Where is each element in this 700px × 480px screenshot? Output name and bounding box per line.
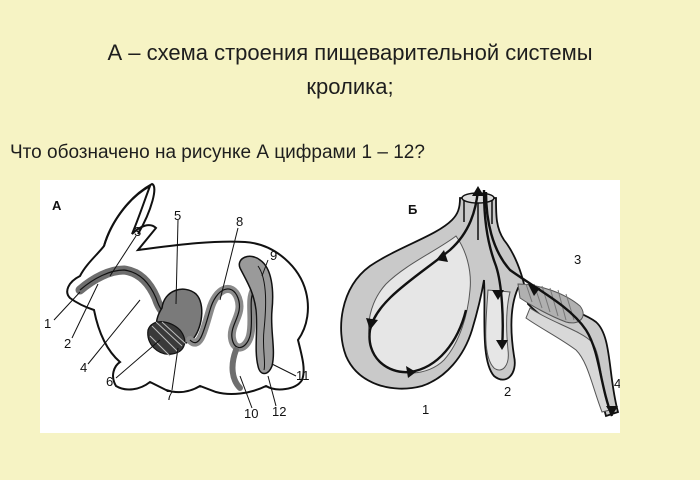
label-a-3: 3: [134, 224, 141, 239]
omasum-hatching: [525, 283, 575, 321]
small-intestine-edge: [189, 288, 255, 349]
label-a-1: 1: [44, 316, 51, 331]
large-intestine-shape: [238, 255, 275, 375]
liver-shape: [147, 321, 186, 355]
esophagus-shape: [75, 265, 173, 319]
label-a-4: 4: [80, 360, 87, 375]
label-b-1: 1: [422, 402, 429, 417]
title-line-1: А – схема строения пищеварительной систе…: [107, 40, 593, 65]
reticulum-shape: [485, 289, 511, 371]
label-a-9: 9: [270, 248, 277, 263]
label-a-6: 6: [106, 374, 113, 389]
abomasum-shape: [525, 307, 611, 413]
label-a-5: 5: [174, 208, 181, 223]
label-b-4: 4: [614, 376, 620, 391]
title-line-2: кролика;: [306, 74, 394, 99]
appendix-shape: [229, 347, 243, 391]
label-a-10: 10: [244, 406, 258, 421]
panel-a-pointers: [53, 219, 297, 409]
question-text: Что обозначено на рисунке А цифрами 1 – …: [10, 142, 425, 163]
label-a-2: 2: [64, 336, 71, 351]
liver-hatching: [149, 321, 187, 357]
rabbit-body-outline: [66, 183, 309, 395]
large-intestine-fold: [257, 265, 267, 371]
label-a-8: 8: [236, 214, 243, 229]
figure-svg: А: [44, 182, 620, 421]
rabbit-ear: [103, 182, 156, 247]
flow-arrowheads: [366, 186, 618, 416]
label-a-12: 12: [272, 404, 286, 419]
label-a-7: 7: [166, 388, 173, 403]
panel-a: А: [44, 182, 310, 421]
label-b-2: 2: [504, 384, 511, 399]
panel-b: Б: [340, 186, 620, 418]
digestive-system-figure: А: [40, 180, 620, 433]
panel-b-letter: Б: [408, 202, 417, 217]
panel-a-letter: А: [52, 198, 62, 213]
slide-title: А – схема строения пищеварительной систе…: [0, 36, 700, 104]
label-a-11: 11: [296, 368, 310, 383]
label-b-3: 3: [574, 252, 581, 267]
